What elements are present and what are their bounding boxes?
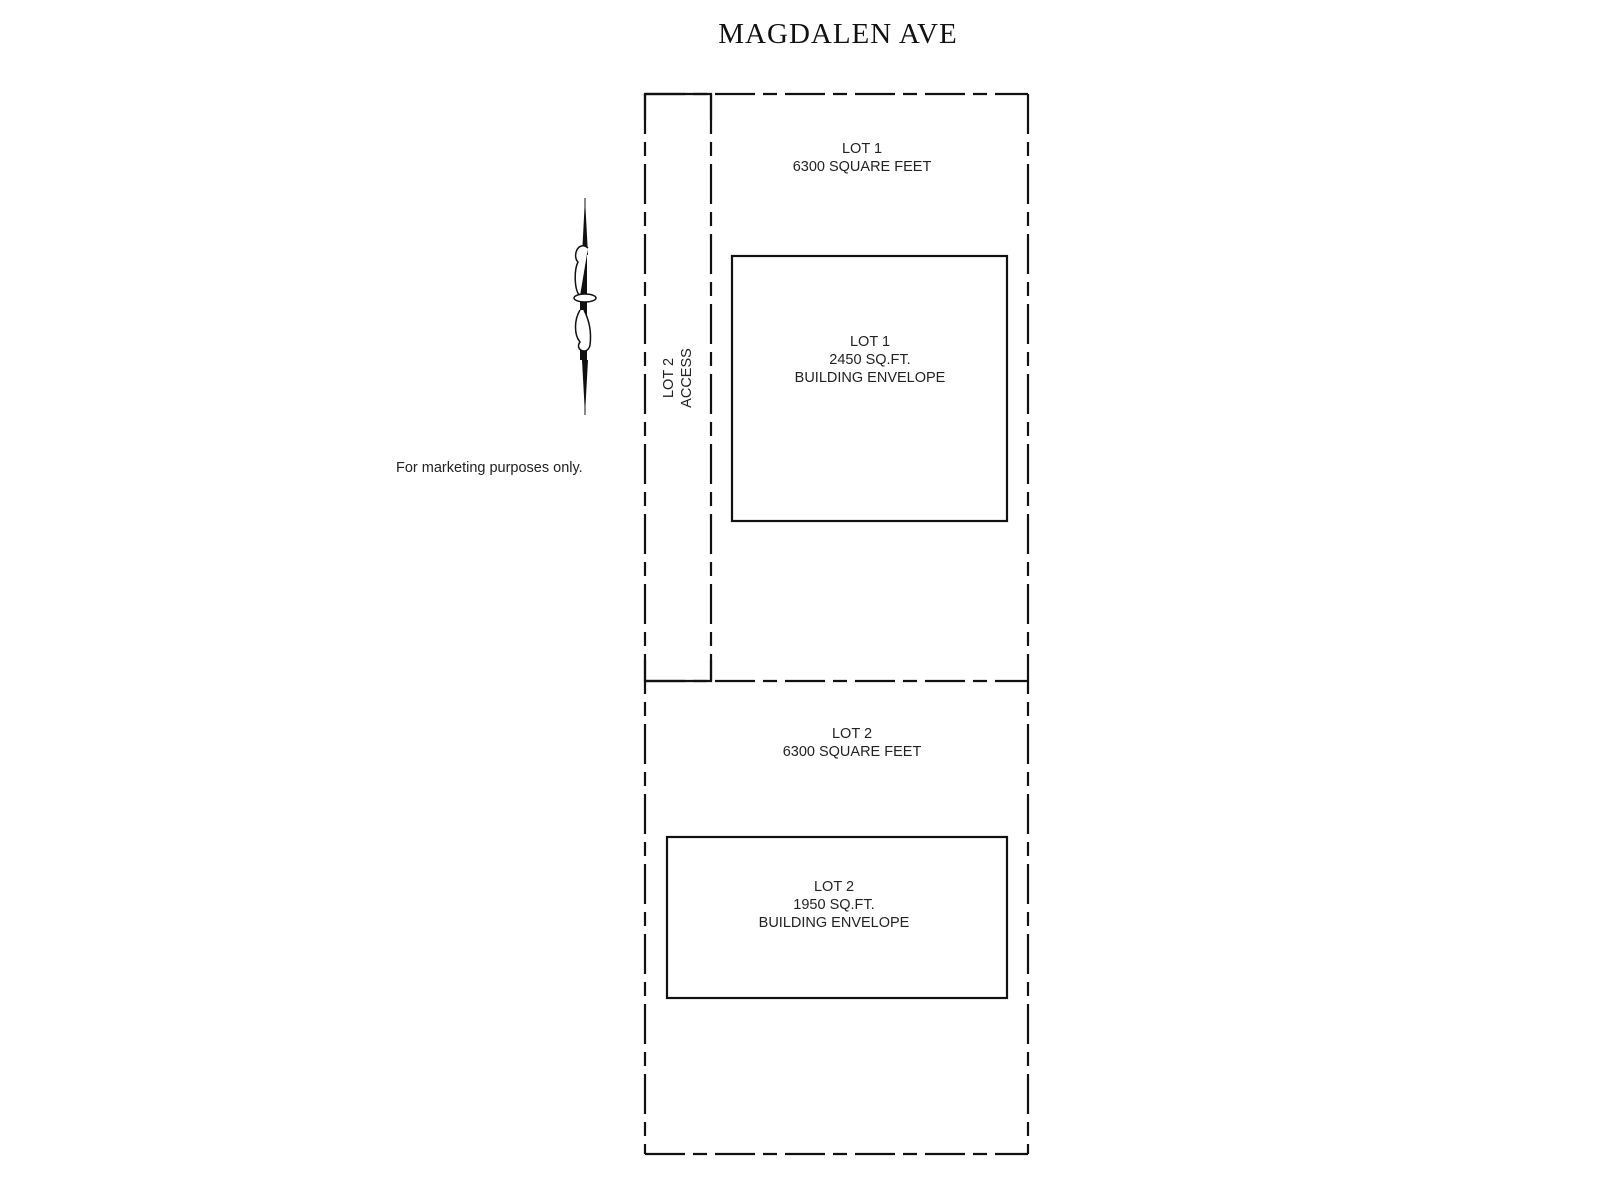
corner-lines (643, 660, 713, 683)
lot1-name: LOT 1 (841, 141, 883, 157)
lot2-envelope-label: LOT 2 1950 SQ.FT. BUILDING ENVELOPE (759, 878, 910, 932)
street-name: MAGDALEN AVE (718, 18, 958, 50)
lot1-envelope-label: LOT 1 2450 SQ.FT. BUILDING ENVELOPE (795, 333, 946, 387)
lot1-label: LOT 1 6300 SQUARE FEET (793, 140, 932, 176)
lot1-envelope-name: LOT 1 (849, 334, 891, 350)
lot2-envelope-name: LOT 2 (813, 879, 855, 895)
lot2-envelope-text: BUILDING ENVELOPE (758, 915, 910, 931)
north-arrow-icon (573, 198, 597, 415)
lot1-envelope-area: 2450 SQ.FT. (829, 352, 911, 368)
lot1-area: 6300 SQUARE FEET (792, 159, 932, 175)
lot2-area: 6300 SQUARE FEET (782, 744, 922, 760)
lot1-envelope-text: BUILDING ENVELOPE (794, 370, 946, 386)
lot2-building-envelope (665, 835, 1009, 1000)
marketing-note: For marketing purposes only. (396, 460, 583, 476)
access-label: LOT 2 ACCESS (660, 348, 696, 408)
access-text: ACCESS (679, 348, 695, 408)
lot2-envelope-area: 1950 SQ.FT. (793, 897, 875, 913)
corner-lines (643, 92, 713, 120)
lot1-building-envelope (730, 254, 1009, 523)
lot2-label: LOT 2 6300 SQUARE FEET (783, 725, 922, 761)
lot2-name: LOT 2 (831, 726, 873, 742)
access-lot-name: LOT 2 (661, 357, 677, 399)
